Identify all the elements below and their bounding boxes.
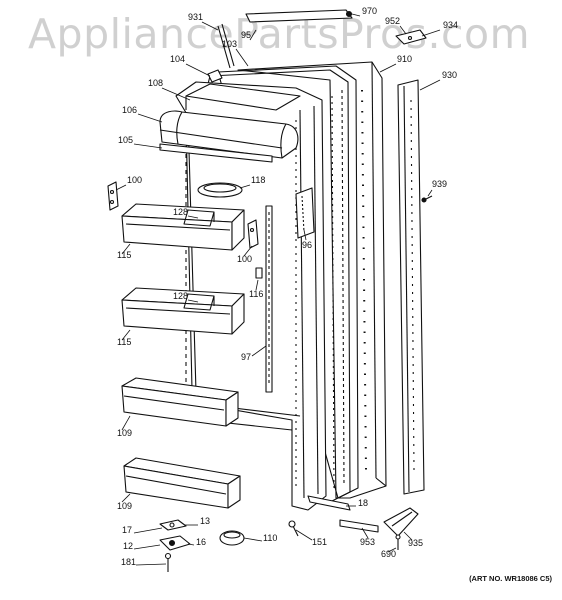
part-callout-118: 118 bbox=[251, 175, 265, 185]
bracket-100-lower bbox=[247, 219, 259, 249]
door-shelf-109-lower bbox=[123, 457, 241, 509]
part-callout-931: 931 bbox=[188, 12, 203, 22]
rod-931 bbox=[217, 23, 235, 69]
part-callout-934: 934 bbox=[443, 20, 458, 30]
part-callout-12: 12 bbox=[123, 541, 133, 551]
part-callout-105: 105 bbox=[118, 135, 133, 145]
part-callout-13: 13 bbox=[200, 516, 210, 526]
dairy-cover-106 bbox=[159, 110, 299, 159]
part-callout-18: 18 bbox=[358, 498, 368, 508]
part-callout-115: 115 bbox=[117, 250, 131, 260]
screw-151 bbox=[288, 520, 299, 537]
art-number-label: (ART NO. WR18086 C5) bbox=[469, 574, 552, 583]
part-callout-151: 151 bbox=[312, 537, 327, 547]
rail-plate-96 bbox=[295, 187, 315, 239]
part-callout-930: 930 bbox=[442, 70, 457, 80]
part-callout-100: 100 bbox=[127, 175, 142, 185]
part-callout-181: 181 bbox=[121, 557, 136, 567]
screw-970 bbox=[345, 10, 353, 18]
trim-strip-930 bbox=[397, 79, 425, 495]
door-bin-115-upper bbox=[121, 203, 245, 251]
part-callout-128: 128 bbox=[173, 207, 188, 217]
part-callout-96: 96 bbox=[302, 240, 312, 250]
part-callout-690: 690 bbox=[381, 549, 396, 559]
hinge-bracket-16 bbox=[159, 535, 191, 551]
leader-lines bbox=[115, 13, 441, 566]
bracket-100-upper bbox=[107, 181, 119, 211]
bottom-trim-18 bbox=[307, 495, 351, 511]
handle-bracket-953 bbox=[339, 519, 379, 533]
door-gasket-952 bbox=[245, 9, 353, 23]
part-callout-952: 952 bbox=[385, 16, 400, 26]
part-callout-108: 108 bbox=[148, 78, 163, 88]
screw-939 bbox=[421, 195, 433, 203]
part-callout-97: 97 bbox=[241, 352, 251, 362]
part-callout-115: 115 bbox=[117, 337, 131, 347]
part-callout-935: 935 bbox=[408, 538, 423, 548]
door-bin-115-lower bbox=[121, 287, 245, 335]
part-callout-100: 100 bbox=[237, 254, 252, 264]
hinge-bushing-13 bbox=[159, 519, 187, 531]
shelf-rail-97 bbox=[265, 205, 273, 393]
screw-690 bbox=[395, 534, 401, 550]
part-callout-104: 104 bbox=[170, 54, 185, 64]
part-callout-106: 106 bbox=[122, 105, 137, 115]
egg-bin-118 bbox=[197, 182, 243, 198]
part-callout-970: 970 bbox=[362, 6, 377, 16]
part-callout-95: 95 bbox=[241, 30, 251, 40]
bottom-hinge-935 bbox=[383, 507, 419, 537]
door-shelf-109-upper bbox=[121, 377, 239, 427]
part-callout-16: 16 bbox=[196, 537, 206, 547]
part-callout-953: 953 bbox=[360, 537, 375, 547]
hinge-cap-934 bbox=[395, 29, 427, 45]
part-callout-116: 116 bbox=[249, 289, 263, 299]
part-callout-109: 109 bbox=[117, 428, 132, 438]
part-callout-103: 103 bbox=[222, 39, 237, 49]
pad-110 bbox=[219, 530, 245, 546]
part-callout-910: 910 bbox=[397, 54, 412, 64]
part-callout-109: 109 bbox=[117, 501, 132, 511]
part-callout-110: 110 bbox=[263, 533, 277, 543]
part-callout-939: 939 bbox=[432, 179, 447, 189]
part-callouts: 931 95 970 952 934 103 104 910 108 930 106 105 100 11… bbox=[117, 6, 458, 567]
part-callout-17: 17 bbox=[122, 525, 132, 535]
clip-116 bbox=[255, 267, 263, 279]
screw-181 bbox=[164, 552, 172, 572]
part-callout-128: 128 bbox=[173, 291, 188, 301]
hinge-pin-104 bbox=[207, 69, 223, 83]
